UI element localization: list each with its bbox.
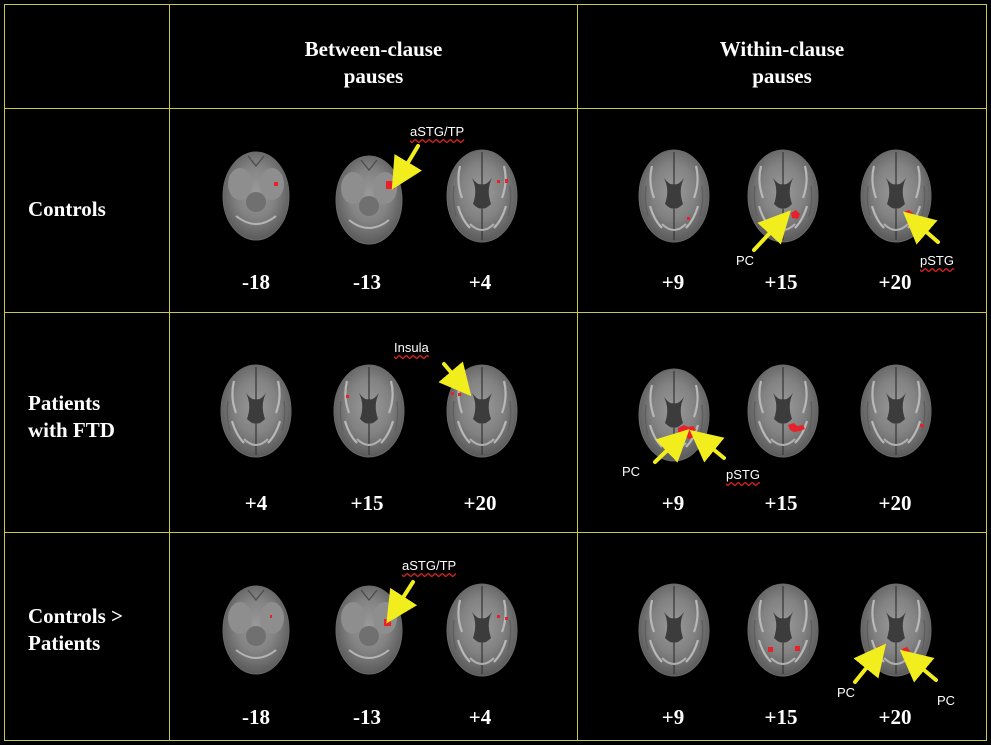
- column-header-line: Between-clause: [304, 37, 443, 61]
- grid-line: [4, 532, 987, 533]
- slice-coordinate: +15: [764, 491, 798, 515]
- grid-line: [4, 312, 987, 313]
- slice-coordinate: +20: [878, 491, 912, 515]
- row-label-patients: Patients with FTD: [4, 390, 164, 444]
- grid-line: [4, 740, 987, 741]
- slice-coordinate: -18: [242, 705, 270, 729]
- slice-coordinate: +20: [463, 491, 497, 515]
- annotation-label: pSTG: [920, 253, 954, 268]
- column-header-between: Between-clause pauses: [170, 36, 577, 90]
- annotation-label: PC: [736, 253, 755, 268]
- slice-coordinate: +15: [764, 270, 798, 294]
- row-label-controls-gt-patients: Controls > Patients: [4, 603, 164, 657]
- slice-coordinate: +15: [350, 491, 384, 515]
- row-label-line: Patients: [28, 391, 101, 415]
- grid-line: [4, 108, 987, 109]
- slice-coordinate: +9: [661, 491, 685, 515]
- slice-coordinate: +4: [468, 270, 492, 294]
- slice-coordinate: +20: [878, 705, 912, 729]
- annotation-label: aSTG/TP: [410, 124, 465, 139]
- grid-line: [169, 4, 170, 741]
- slice-coordinate: -13: [353, 705, 381, 729]
- slice-coordinate: +15: [764, 705, 798, 729]
- slice-coordinate: -13: [353, 270, 381, 294]
- grid-line: [4, 4, 987, 5]
- slice-coordinate: +4: [468, 705, 492, 729]
- grid-line: [4, 4, 5, 741]
- row-label-line: Controls: [28, 197, 106, 221]
- column-header-line: pauses: [343, 64, 404, 88]
- grid-line: [986, 4, 987, 741]
- slice-coordinate: +9: [661, 705, 685, 729]
- row-label-line: Controls >: [28, 604, 124, 628]
- annotation-label: aSTG/TP: [402, 558, 457, 573]
- annotation-label: Insula: [394, 340, 429, 355]
- slice-coordinate: +9: [661, 270, 685, 294]
- column-header-within: Within-clause pauses: [578, 36, 986, 90]
- slice-coordinate: +4: [244, 491, 268, 515]
- column-header-line: Within-clause: [719, 37, 845, 61]
- grid-line: [577, 4, 578, 741]
- row-label-controls: Controls: [4, 196, 164, 223]
- annotation-label: PC: [622, 464, 641, 479]
- annotation-label: PC: [837, 685, 856, 700]
- row-label-line: Patients: [28, 631, 101, 655]
- row-label-line: with FTD: [28, 418, 115, 442]
- annotation-label: PC: [937, 693, 956, 708]
- column-header-line: pauses: [752, 64, 812, 88]
- slice-coordinate: -18: [242, 270, 270, 294]
- annotation-label: pSTG: [726, 467, 760, 482]
- slice-coordinate: +20: [878, 270, 912, 294]
